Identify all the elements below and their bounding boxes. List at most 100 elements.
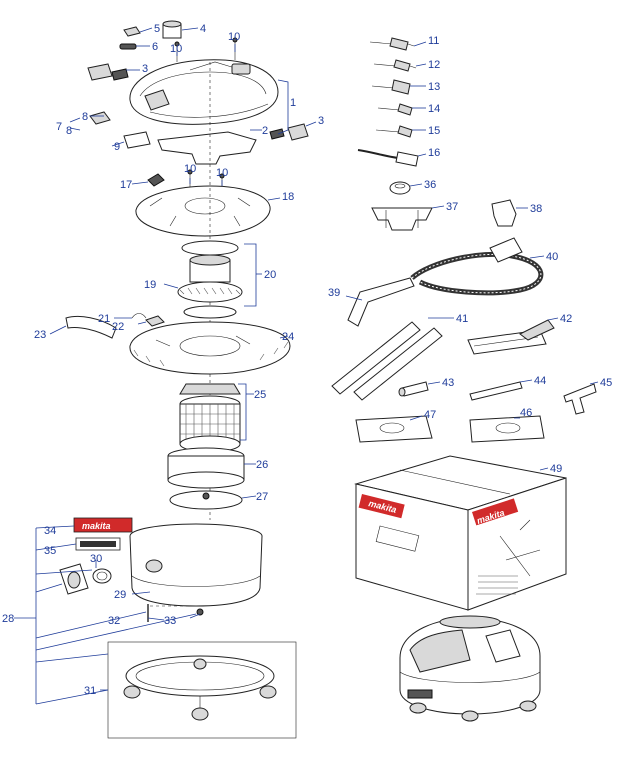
callout-2: 2 [262,125,268,137]
callout-8-a: 8 [82,111,88,123]
callout-10-c: 10 [184,163,196,175]
callout-27: 27 [256,491,268,503]
callout-23: 23 [34,329,46,341]
tubes-41 [331,321,443,401]
callout-25: 25 [254,389,266,401]
part-4 [162,20,182,39]
callout-10-a: 10 [170,43,182,55]
plug-15 [375,125,413,138]
part-33 [196,608,204,616]
part-21 [131,313,147,319]
callout-42: 42 [560,313,572,325]
inlet-28 [59,563,89,595]
pad-46 [469,415,545,443]
plug-14 [377,103,413,116]
callout-15: 15 [428,125,440,137]
callout-17: 17 [120,179,132,191]
callout-30: 30 [90,553,102,565]
hose-40 [410,237,544,296]
bumper-23 [65,315,117,339]
part-5 [123,26,141,37]
part-36 [389,181,411,195]
tank-29 [129,523,263,607]
disc-27 [169,490,243,510]
callout-35: 35 [44,545,56,557]
callout-1: 1 [290,97,296,109]
callout-3-a: 3 [142,63,148,75]
part-22 [145,315,165,327]
callout-12: 12 [428,59,440,71]
callout-36: 36 [424,179,436,191]
callout-10-d: 10 [216,167,228,179]
callout-8-b: 8 [66,125,72,137]
callout-29: 29 [114,589,126,601]
callout-40: 40 [546,251,558,263]
assembled-vacuum [399,615,541,722]
callout-45: 45 [600,377,612,389]
callout-20: 20 [264,269,276,281]
callout-26: 26 [256,459,268,471]
nozzle-45 [563,383,597,415]
nozzle-43 [398,381,429,397]
clip-38 [491,199,517,227]
callout-33: 33 [164,615,176,627]
plug-12 [373,59,417,72]
callout-16: 16 [428,147,440,159]
callout-10-b: 10 [228,31,240,43]
floor-nozzle-42 [467,319,555,355]
crevice-44 [469,381,523,401]
callout-3-b: 3 [318,115,324,127]
callout-13: 13 [428,81,440,93]
part-3-left [87,63,129,81]
gasket-30 [92,568,112,584]
motor-assembly-19 [177,240,243,319]
callout-46: 46 [520,407,532,419]
pad-47 [355,415,433,443]
callout-28: 28 [2,613,14,625]
caster-base-31 [107,641,297,739]
callout-14: 14 [428,103,440,115]
makita-logo-34: makita [73,517,133,533]
part-8 [89,111,111,125]
callout-5: 5 [154,23,160,35]
plug-11 [369,37,415,51]
part-9 [123,131,151,149]
part-2-plate [157,131,257,165]
callout-24: 24 [282,331,294,343]
callout-37: 37 [446,201,458,213]
callout-41: 41 [456,313,468,325]
holder-37 [371,207,433,231]
callout-38: 38 [530,203,542,215]
carton-box-49: makita makita [354,455,567,611]
callout-7: 7 [56,121,62,133]
callout-43: 43 [442,377,454,389]
lid-24 [129,321,291,375]
part-6 [119,43,137,50]
screw-32 [147,604,200,622]
callout-11: 11 [428,35,439,47]
plug-13 [371,79,411,95]
callout-6: 6 [152,41,158,53]
part-17 [147,173,165,187]
makita-logo-text: makita [82,521,111,531]
filter-cage-25 [179,383,241,453]
callout-44: 44 [534,375,546,387]
part-3-right [269,123,309,141]
callout-49: 49 [550,463,562,475]
callout-32: 32 [108,615,120,627]
callout-22: 22 [112,321,124,333]
motor-head-cover [129,59,279,125]
filter-26 [167,447,245,489]
callout-18: 18 [282,191,294,203]
callout-47: 47 [424,409,436,421]
motor-base-18 [135,185,271,237]
callout-19: 19 [144,279,156,291]
screw-10-b [232,37,238,60]
cord-16 [357,149,419,167]
callout-31: 31 [84,685,96,697]
callout-21: 21 [98,313,110,325]
callout-39: 39 [328,287,340,299]
handle-39 [347,277,415,327]
callout-4: 4 [200,23,206,35]
